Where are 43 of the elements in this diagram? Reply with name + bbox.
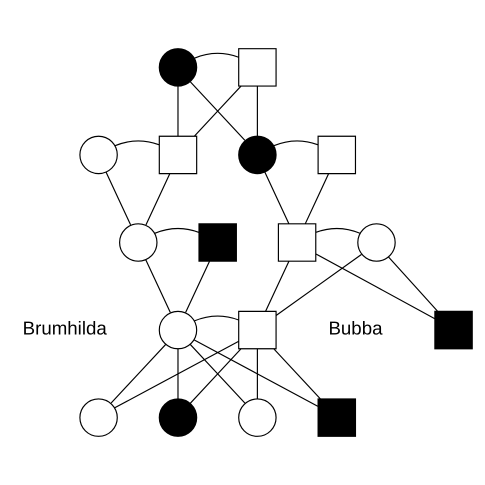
node-circle bbox=[238, 136, 277, 174]
connector bbox=[273, 348, 321, 400]
connector bbox=[177, 86, 179, 136]
node-circle bbox=[158, 48, 198, 87]
node-circle bbox=[119, 223, 158, 262]
connector bbox=[316, 253, 435, 320]
connector bbox=[316, 228, 360, 234]
node-box bbox=[434, 310, 473, 350]
node-circle bbox=[79, 136, 118, 174]
connector bbox=[194, 316, 239, 322]
connector bbox=[110, 344, 166, 404]
node-box bbox=[318, 398, 356, 437]
node-box bbox=[238, 310, 277, 350]
connector bbox=[145, 174, 170, 226]
connector bbox=[177, 348, 179, 399]
connector bbox=[194, 52, 239, 59]
node-circle bbox=[79, 398, 118, 437]
node-box bbox=[198, 223, 237, 262]
connector bbox=[304, 174, 330, 224]
connector bbox=[194, 339, 318, 407]
connector bbox=[154, 228, 200, 234]
node-box bbox=[318, 136, 356, 174]
connector bbox=[388, 256, 438, 312]
connector bbox=[256, 86, 258, 136]
connector bbox=[145, 259, 171, 313]
node-label: Bubba bbox=[328, 318, 382, 339]
node-circle bbox=[357, 223, 396, 262]
node-box bbox=[278, 223, 316, 262]
connector bbox=[256, 348, 258, 399]
connector bbox=[114, 140, 160, 146]
node-box bbox=[238, 48, 277, 87]
connector bbox=[265, 261, 290, 312]
node-box bbox=[158, 136, 198, 174]
connector bbox=[276, 254, 362, 316]
connector bbox=[264, 172, 290, 224]
connector bbox=[185, 261, 210, 313]
connector bbox=[106, 172, 132, 226]
node-circle bbox=[158, 310, 198, 350]
connector bbox=[274, 140, 318, 146]
node-circle bbox=[158, 398, 198, 437]
node-label: Brumhilda bbox=[22, 318, 107, 339]
node-circle bbox=[238, 398, 277, 437]
connector bbox=[114, 340, 239, 408]
